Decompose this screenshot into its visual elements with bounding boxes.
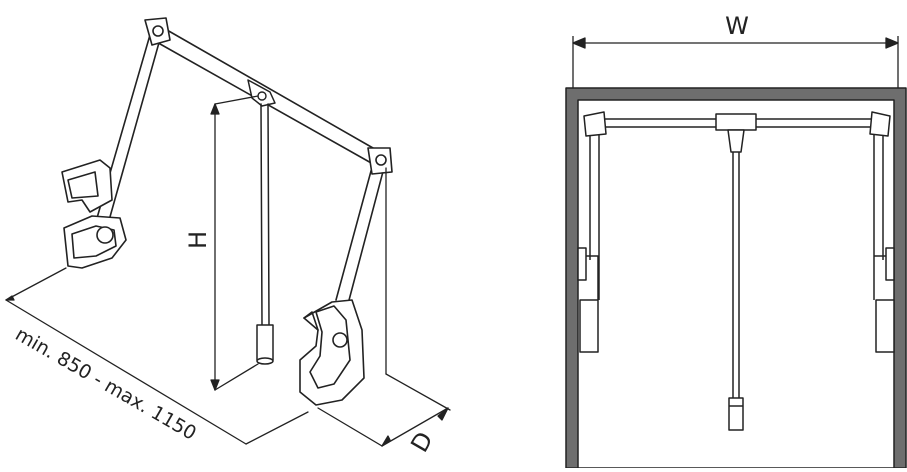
range-dimension [5, 267, 309, 445]
width-label: W [725, 12, 749, 40]
depth-dimension [317, 167, 451, 447]
left-bracket [61, 159, 127, 269]
front-view [565, 36, 907, 469]
range-label: min. 850 - max. 1150 [12, 323, 200, 445]
height-label: H [184, 231, 212, 249]
front-right-arm [869, 111, 895, 353]
front-hanger-rod [728, 152, 744, 431]
depth-label: D [405, 427, 438, 457]
width-dimension [572, 36, 899, 88]
right-bracket [299, 299, 365, 406]
isometric-view [5, 17, 451, 447]
front-rail [594, 113, 880, 153]
right-arm [335, 147, 393, 305]
front-left-arm [577, 111, 607, 353]
height-dimension [210, 95, 259, 391]
hanger-rod [256, 103, 274, 365]
